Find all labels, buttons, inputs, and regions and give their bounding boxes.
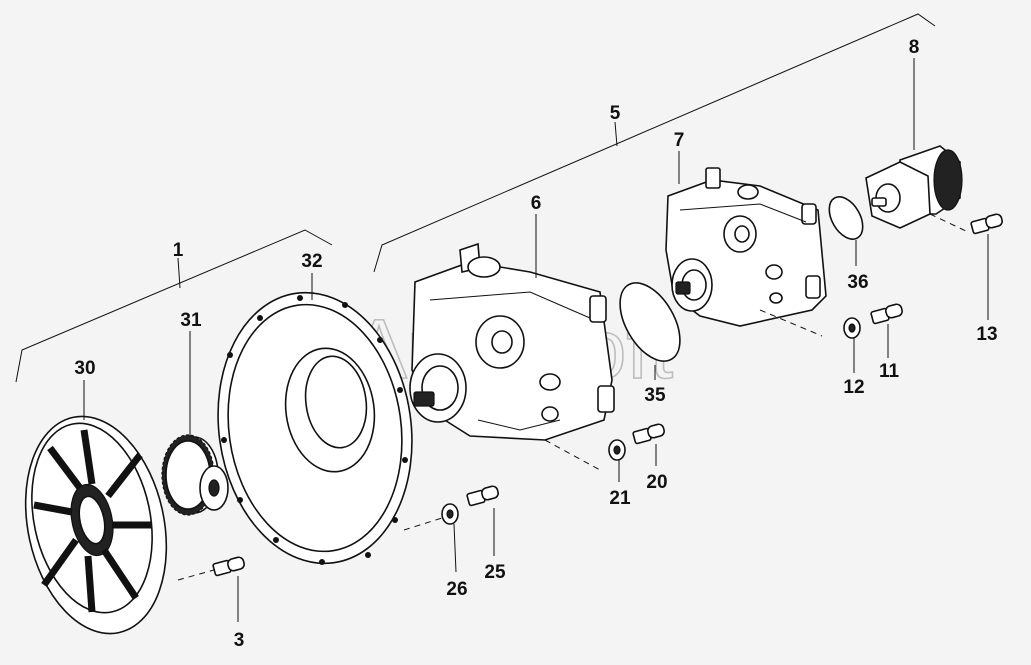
o-ring-36 <box>828 196 864 266</box>
callout-30: 30 <box>74 358 95 379</box>
callout-32: 32 <box>301 251 322 272</box>
callout-7: 7 <box>674 130 685 151</box>
callout-1: 1 <box>173 240 184 261</box>
callout-35: 35 <box>644 385 666 406</box>
callout-3: 3 <box>234 630 245 651</box>
callout-36: 36 <box>847 272 868 293</box>
leader-3 <box>177 569 215 581</box>
callout-21: 21 <box>609 488 631 509</box>
callout-12: 12 <box>843 377 864 398</box>
main-pump <box>409 214 615 471</box>
callout-6: 6 <box>531 193 542 214</box>
flywheel-hub-plate <box>24 415 168 635</box>
washer-26 <box>403 503 459 573</box>
second-pump <box>665 151 827 337</box>
gear-pump <box>865 58 969 233</box>
bolt-13 <box>970 213 1003 320</box>
drive-gear <box>161 331 229 516</box>
bolt-20 <box>632 423 665 466</box>
group-bracket-1 <box>15 229 333 383</box>
callout-25: 25 <box>484 562 506 583</box>
bolt-25 <box>466 485 499 556</box>
washer-21 <box>608 439 626 482</box>
callout-26: 26 <box>446 579 467 600</box>
callout-5: 5 <box>610 103 621 124</box>
callout-8: 8 <box>909 37 920 58</box>
bolt-3 <box>212 556 245 622</box>
callout-13: 13 <box>976 324 997 345</box>
o-ring-35 <box>619 282 681 380</box>
callout-20: 20 <box>646 472 667 493</box>
group-bracket-5 <box>373 13 936 273</box>
washer-12 <box>843 317 861 373</box>
flange-plate <box>217 273 413 565</box>
callout-11: 11 <box>879 361 900 382</box>
callout-31: 31 <box>180 310 202 331</box>
bolt-11 <box>870 303 903 358</box>
